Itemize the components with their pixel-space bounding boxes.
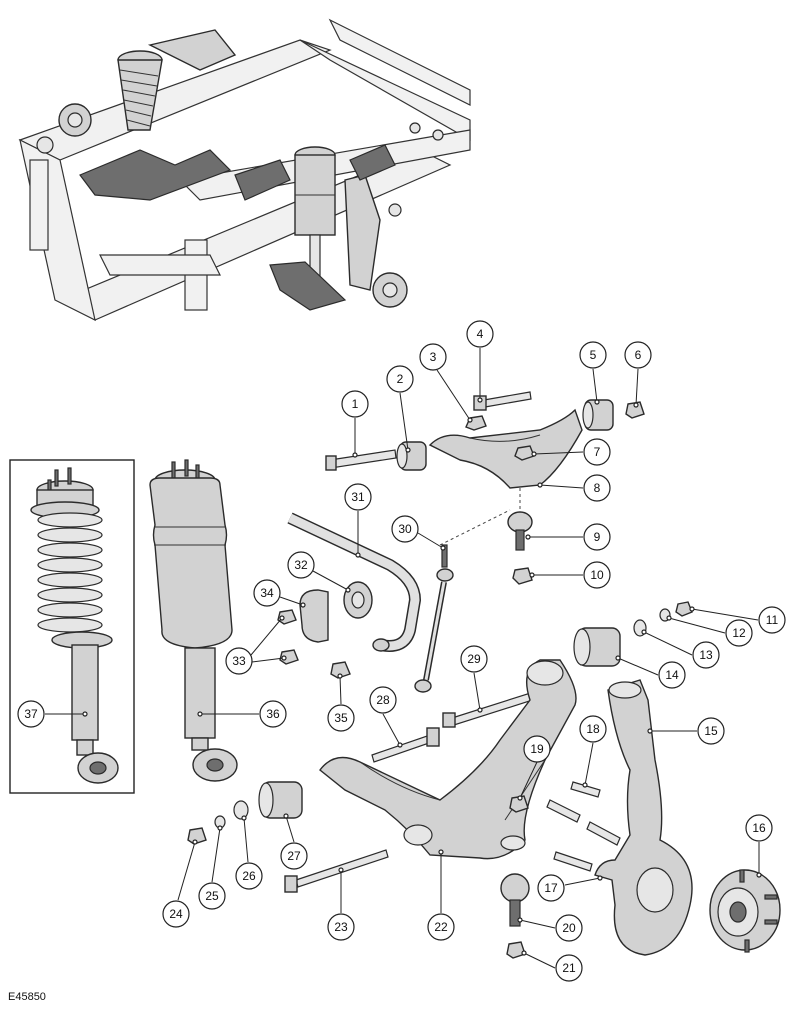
callout-31: 31	[344, 483, 372, 558]
callout-28: 28	[369, 686, 403, 748]
air-spring-damper-illustration	[149, 459, 238, 782]
coil-spring	[37, 512, 103, 633]
figure-id: E45850	[8, 991, 46, 1003]
callout-3: 3	[419, 343, 473, 423]
callout-1-label: 1	[352, 397, 359, 411]
callout-29-label: 29	[467, 652, 481, 666]
callout-32-label: 32	[294, 558, 308, 572]
callout-19: 19	[517, 735, 551, 801]
callout-8: 8	[537, 474, 611, 502]
callout-11-label: 11	[766, 613, 779, 627]
coil-spring-damper-frame	[9, 459, 135, 794]
callout-6: 6	[624, 341, 652, 408]
callout-36: 36	[197, 700, 287, 728]
callout-14-label: 14	[665, 668, 679, 682]
callout-30-label: 30	[398, 522, 412, 536]
callout-24: 24	[162, 839, 198, 928]
callout-27: 27	[280, 813, 308, 870]
callout-10: 10	[529, 561, 611, 589]
callout-23-label: 23	[334, 920, 348, 934]
callout-25-label: 25	[205, 889, 219, 903]
callout-34-label: 34	[260, 586, 274, 600]
callout-15: 15	[647, 717, 725, 745]
callout-5-label: 5	[590, 348, 597, 362]
callout-26: 26	[235, 815, 263, 890]
callout-4-label: 4	[477, 327, 484, 341]
callout-9-label: 9	[594, 530, 601, 544]
callout-12-label: 12	[732, 626, 746, 640]
coil-spring-damper-illustration	[30, 467, 119, 784]
callout-17: 17	[537, 874, 603, 902]
callout-12: 12	[666, 615, 753, 647]
callout-35: 35	[327, 673, 355, 732]
callout-18-label: 18	[586, 722, 600, 736]
callout-22-label: 22	[434, 920, 448, 934]
callout-32: 32	[287, 551, 351, 593]
chassis-overview-illustration	[18, 18, 471, 322]
callout-15-label: 15	[704, 724, 718, 738]
callout-30: 30	[391, 515, 446, 551]
callout-36-label: 36	[266, 707, 280, 721]
callout-18: 18	[579, 715, 607, 788]
callout-29: 29	[460, 645, 488, 713]
callout-2-label: 2	[397, 372, 404, 386]
callout-28-label: 28	[376, 693, 390, 707]
callout-6-label: 6	[635, 348, 642, 362]
callout-10-label: 10	[590, 568, 604, 582]
callout-37-label: 37	[24, 707, 38, 721]
callout-13-label: 13	[699, 648, 713, 662]
callout-33: 33	[225, 615, 287, 675]
anti-roll-bar-illustration	[277, 512, 454, 693]
callout-9: 9	[525, 523, 611, 551]
callout-3-label: 3	[430, 350, 437, 364]
callout-13: 13	[641, 629, 720, 669]
callout-25: 25	[198, 825, 226, 910]
callout-17-label: 17	[544, 881, 558, 895]
callout-20: 20	[517, 914, 583, 942]
callout-22: 22	[427, 849, 455, 941]
callout-23: 23	[327, 867, 355, 941]
lower-arm-parts-illustration	[187, 601, 693, 959]
upper-arm-parts-illustration	[325, 391, 645, 585]
callout-8-label: 8	[594, 481, 601, 495]
callout-21: 21	[521, 950, 583, 982]
callout-11: 11	[689, 606, 786, 634]
callout-34: 34	[253, 579, 306, 608]
callout-1: 1	[341, 390, 369, 458]
callout-35-label: 35	[334, 711, 348, 725]
callout-7-label: 7	[594, 445, 601, 459]
callout-16: 16	[745, 814, 773, 878]
callouts-layer: 1 2 3 4 5 6 7 8	[17, 320, 786, 982]
callout-16-label: 16	[752, 821, 766, 835]
callout-5: 5	[579, 341, 607, 405]
callout-24-label: 24	[169, 907, 183, 921]
callout-2: 2	[386, 365, 414, 453]
callout-33-label: 33	[232, 654, 246, 668]
callout-26-label: 26	[242, 869, 256, 883]
callout-4: 4	[466, 320, 494, 403]
callout-31-label: 31	[351, 490, 365, 504]
callout-37: 37	[17, 700, 88, 728]
callout-27-label: 27	[287, 849, 301, 863]
callout-7: 7	[531, 438, 611, 466]
callout-20-label: 20	[562, 921, 576, 935]
callout-19-label: 19	[530, 742, 544, 756]
callout-14: 14	[615, 655, 686, 689]
knuckle-hub-illustration	[546, 679, 781, 956]
callout-21-label: 21	[562, 961, 576, 975]
